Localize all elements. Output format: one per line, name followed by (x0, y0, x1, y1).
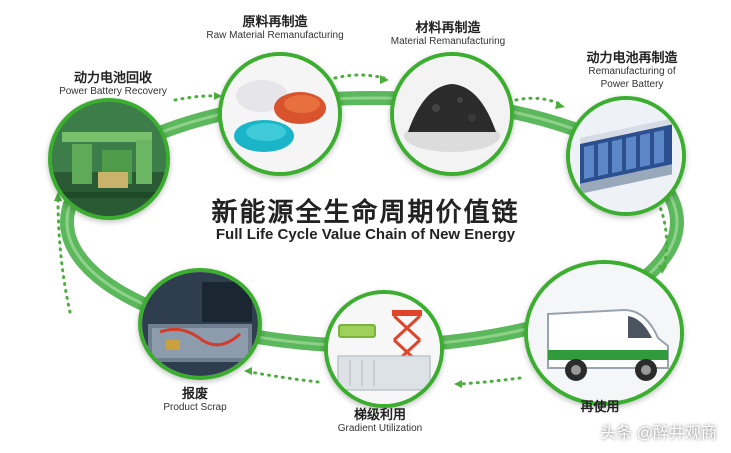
reuse-zh: 再使用 (580, 399, 620, 414)
gradient-utilization-zh: 梯级利用 (353, 407, 406, 422)
raw-material-node (218, 52, 342, 176)
battery-module-icon (570, 100, 682, 212)
product-scrap-zh: 报废 (181, 386, 208, 401)
electric-van-icon (528, 264, 680, 402)
product-scrap-en: Product Scrap (163, 402, 227, 414)
graphite-powder-icon (394, 56, 510, 172)
power-battery-recovery-label: 动力电池回收 Power Battery Recovery (28, 70, 198, 99)
battery-remanufacturing-en-2: Power Battery (600, 78, 664, 90)
raw-powder-icon (222, 56, 338, 172)
product-scrap-label: 报废 Product Scrap (130, 386, 260, 415)
battery-remanufacturing-node (566, 96, 686, 216)
material-remanufacturing-node (390, 52, 514, 176)
raw-material-label: 原料再制造 Raw Material Remanufacturing (180, 14, 370, 43)
battery-remanufacturing-en-1: Remanufacturing of (588, 66, 676, 78)
watermark: 头条 @醉井观商 (600, 425, 717, 442)
battery-remanufacturing-zh: 动力电池再制造 (586, 50, 678, 65)
material-remanufacturing-en: Material Remanufacturing (390, 36, 506, 48)
power-battery-recovery-zh: 动力电池回收 (73, 70, 152, 85)
scrap-battery-icon (142, 272, 258, 376)
power-battery-recovery-en: Power Battery Recovery (59, 86, 167, 98)
battery-remanufacturing-label: 动力电池再制造 Remanufacturing of Power Battery (552, 50, 712, 91)
diagram-title-zh: 新能源全生命周期价值链 (211, 197, 520, 227)
diagram-title-en: Full Life Cycle Value Chain of New Energ… (215, 226, 516, 243)
product-scrap-node (138, 268, 262, 380)
raw-material-zh: 原料再制造 (242, 14, 308, 29)
raw-material-en: Raw Material Remanufacturing (206, 30, 344, 42)
energy-storage-icon (328, 294, 440, 404)
reuse-label: 再使用 (560, 399, 640, 415)
gradient-utilization-label: 梯级利用 Gradient Utilization (310, 407, 450, 436)
material-remanufacturing-zh: 材料再制造 (415, 20, 481, 35)
reuse-node (524, 260, 684, 406)
gradient-utilization-node (324, 290, 444, 408)
material-remanufacturing-label: 材料再制造 Material Remanufacturing (358, 20, 538, 49)
gradient-utilization-en: Gradient Utilization (337, 423, 423, 435)
